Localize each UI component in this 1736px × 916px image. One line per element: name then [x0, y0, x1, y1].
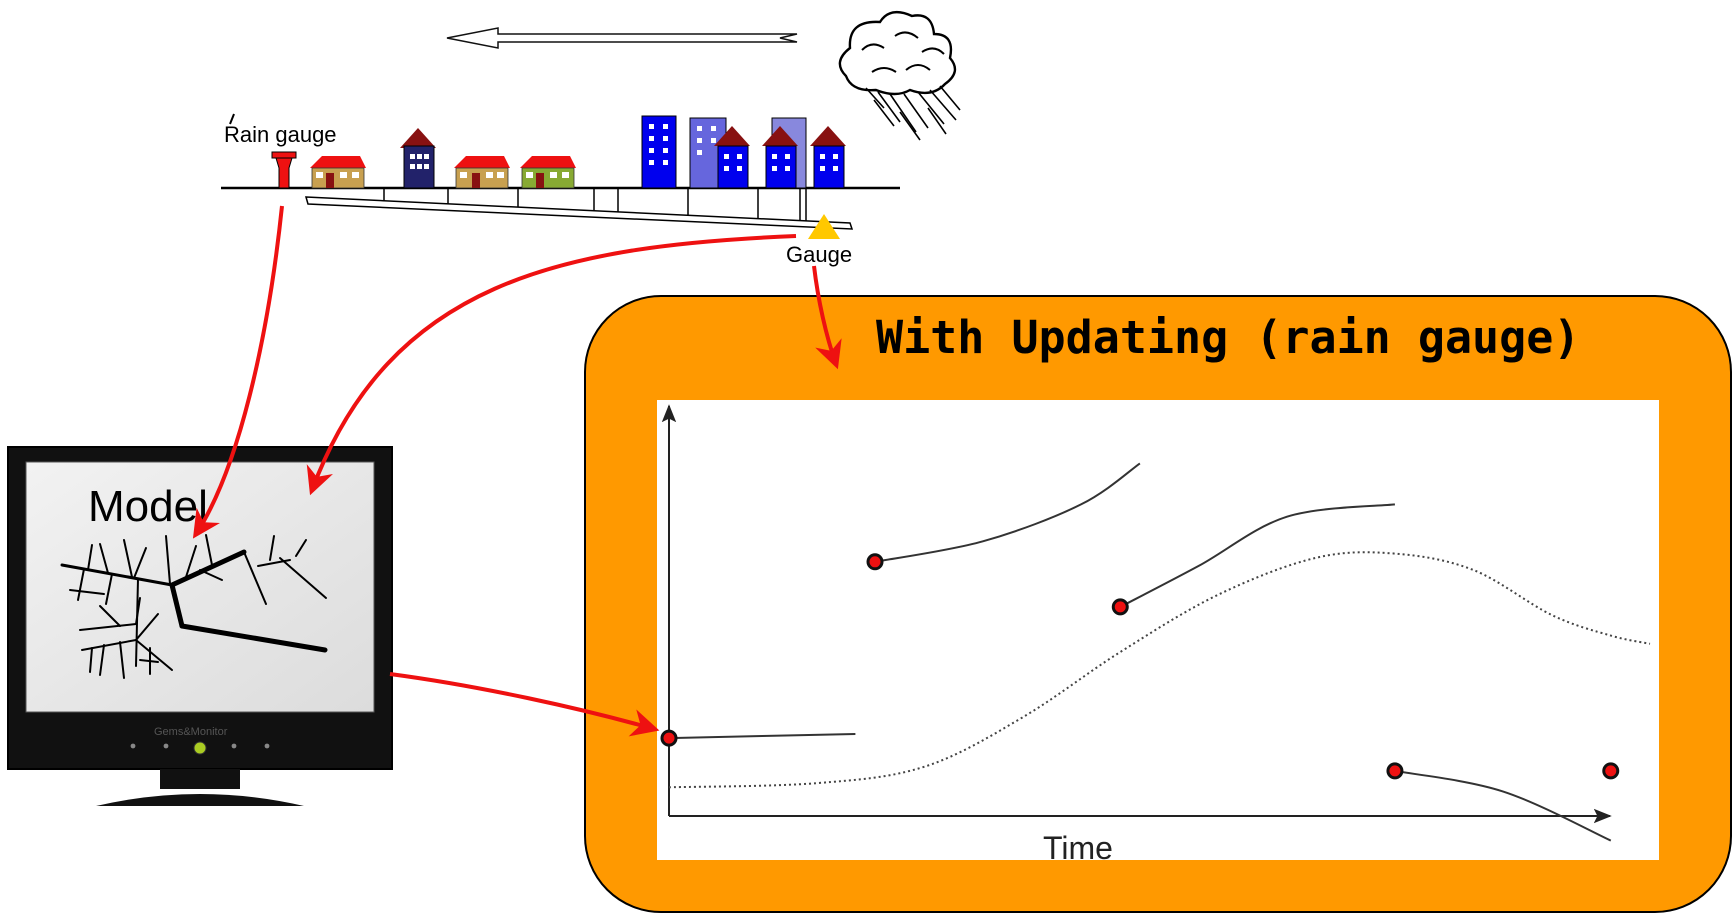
forecast-segment-line [668, 733, 856, 740]
house-icon [520, 156, 576, 189]
monitor-icon: Gems&Monitor [7, 446, 393, 806]
house-icon [454, 156, 510, 189]
building-icon [714, 126, 750, 189]
building-icon [762, 117, 807, 189]
rain-gauge-tick [229, 113, 235, 125]
update-point-marker [660, 729, 678, 747]
building-icon [400, 128, 436, 189]
house-icon [310, 156, 366, 189]
svg-text:Gems&Monitor: Gems&Monitor [154, 726, 228, 738]
gauge-to-model-arrow [306, 234, 797, 496]
rain-gauge-label: Rain gauge [224, 122, 337, 147]
gauge-triangle-icon [808, 214, 840, 239]
sewer-network-icon [60, 534, 328, 679]
x-axis-label: Time [1043, 830, 1113, 866]
building-icon [810, 126, 846, 189]
forecast-segment-line [1119, 503, 1396, 608]
update-point-marker [1602, 762, 1620, 780]
rain-gauge-icon [271, 151, 297, 189]
update-point-marker [1111, 598, 1129, 616]
gauge-to-panel-arrow [812, 265, 842, 370]
rain-gauge-to-model-arrow [192, 205, 284, 539]
model-label: Model [88, 482, 208, 531]
update-point-marker [1386, 762, 1404, 780]
forecast-segment-line [1394, 769, 1612, 842]
gauge-label: Gauge [786, 242, 852, 267]
model-to-chart-arrow [389, 672, 660, 737]
plot-area [657, 400, 1659, 860]
panel-title: With Updating (rain gauge) [876, 311, 1580, 364]
sewer-pipe [304, 189, 854, 230]
wind-arrow-icon [446, 27, 798, 49]
chart-series-layer [660, 462, 1651, 842]
data-flow-arrows [192, 205, 842, 737]
cloud-rain-icon [838, 10, 961, 141]
building-icon [641, 115, 677, 189]
forecast-segment-line [874, 462, 1141, 563]
update-point-marker [866, 553, 884, 571]
